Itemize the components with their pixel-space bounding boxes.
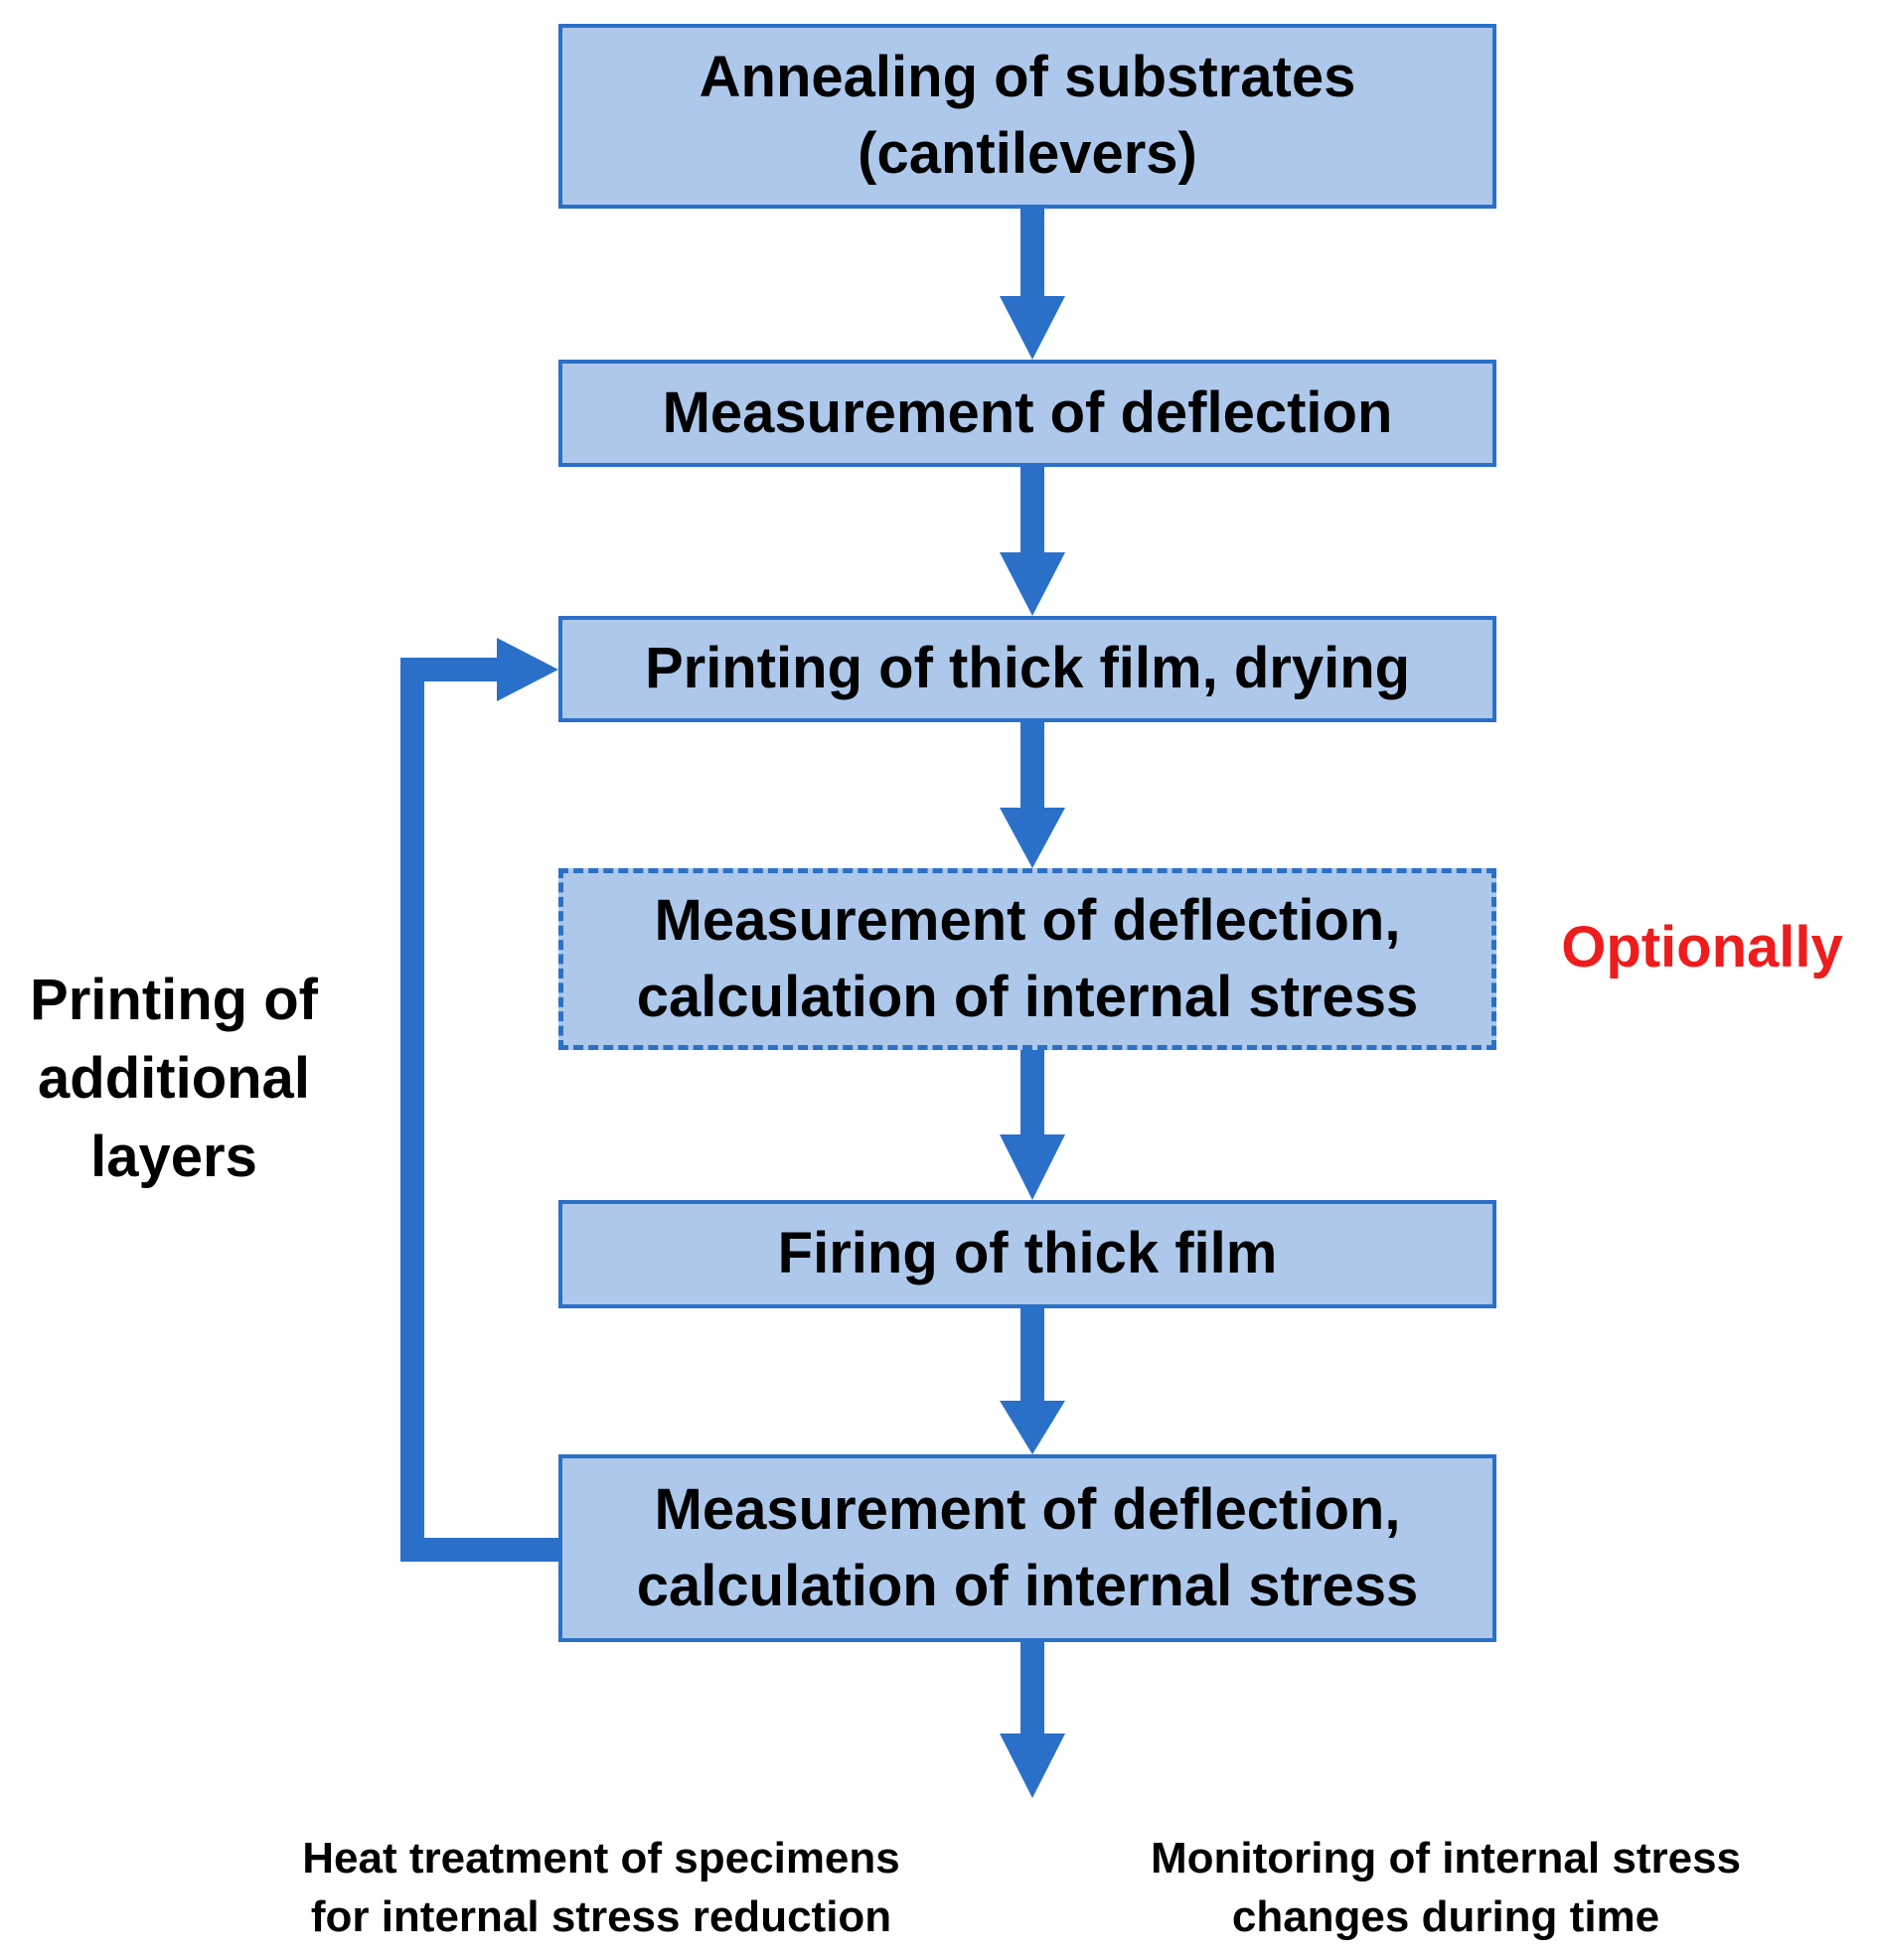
arrow-printing-to-optional-measurement bbox=[1000, 722, 1065, 868]
loop-label-line: Printing of bbox=[30, 968, 318, 1032]
arrow-optional-measurement-to-firing bbox=[1000, 1050, 1065, 1200]
optional-note: Optionally bbox=[1561, 915, 1843, 980]
outcome-heat-treatment: Heat treatment of specimens for internal… bbox=[199, 1830, 1004, 1947]
step-text-line: Firing of thick film bbox=[777, 1221, 1278, 1286]
step-text-line: calculation of internal stress bbox=[636, 1553, 1419, 1618]
arrow-final-measurement-to-outcomes bbox=[1000, 1642, 1065, 1798]
outcome-stress-monitoring: Monitoring of internal stress changes du… bbox=[1053, 1830, 1838, 1947]
arrow-firing-to-final-measurement bbox=[1000, 1308, 1065, 1454]
step-final-measurement-and-stress-calculation: Measurement of deflection, calculation o… bbox=[558, 1454, 1496, 1642]
step-optional-measurement-and-stress-calculation: Measurement of deflection, calculation o… bbox=[558, 868, 1496, 1050]
step-annealing-of-substrates: Annealing of substrates (cantilevers) bbox=[558, 24, 1496, 209]
step-text-line: Printing of thick film, drying bbox=[644, 636, 1411, 701]
outcome-text-line: Monitoring of internal stress bbox=[1150, 1834, 1742, 1883]
outcome-text-line: for internal stress reduction bbox=[310, 1891, 892, 1941]
step-text-line: calculation of internal stress bbox=[636, 964, 1419, 1029]
arrow-annealing-to-measurement bbox=[1000, 209, 1065, 360]
loop-label-line: additional bbox=[38, 1045, 310, 1111]
step-firing-of-thick-film: Firing of thick film bbox=[558, 1200, 1496, 1308]
step-measurement-of-deflection: Measurement of deflection bbox=[558, 360, 1496, 467]
outcome-text-line: changes during time bbox=[1231, 1891, 1660, 1941]
loop-label-line: layers bbox=[90, 1124, 257, 1189]
outcome-text-line: Heat treatment of specimens bbox=[302, 1834, 900, 1883]
loop-back-arrow bbox=[400, 638, 562, 1562]
arrow-measurement-to-printing bbox=[1000, 467, 1065, 616]
step-text-line: Measurement of deflection, bbox=[654, 887, 1401, 953]
step-text-line: Measurement of deflection, bbox=[654, 1476, 1401, 1542]
step-text-line: (cantilevers) bbox=[858, 121, 1197, 186]
step-printing-of-thick-film: Printing of thick film, drying bbox=[558, 616, 1496, 722]
step-text-line: Measurement of deflection bbox=[662, 379, 1393, 445]
step-text-line: Annealing of substrates bbox=[699, 45, 1356, 110]
loop-label: Printing of additional layers bbox=[0, 962, 348, 1197]
